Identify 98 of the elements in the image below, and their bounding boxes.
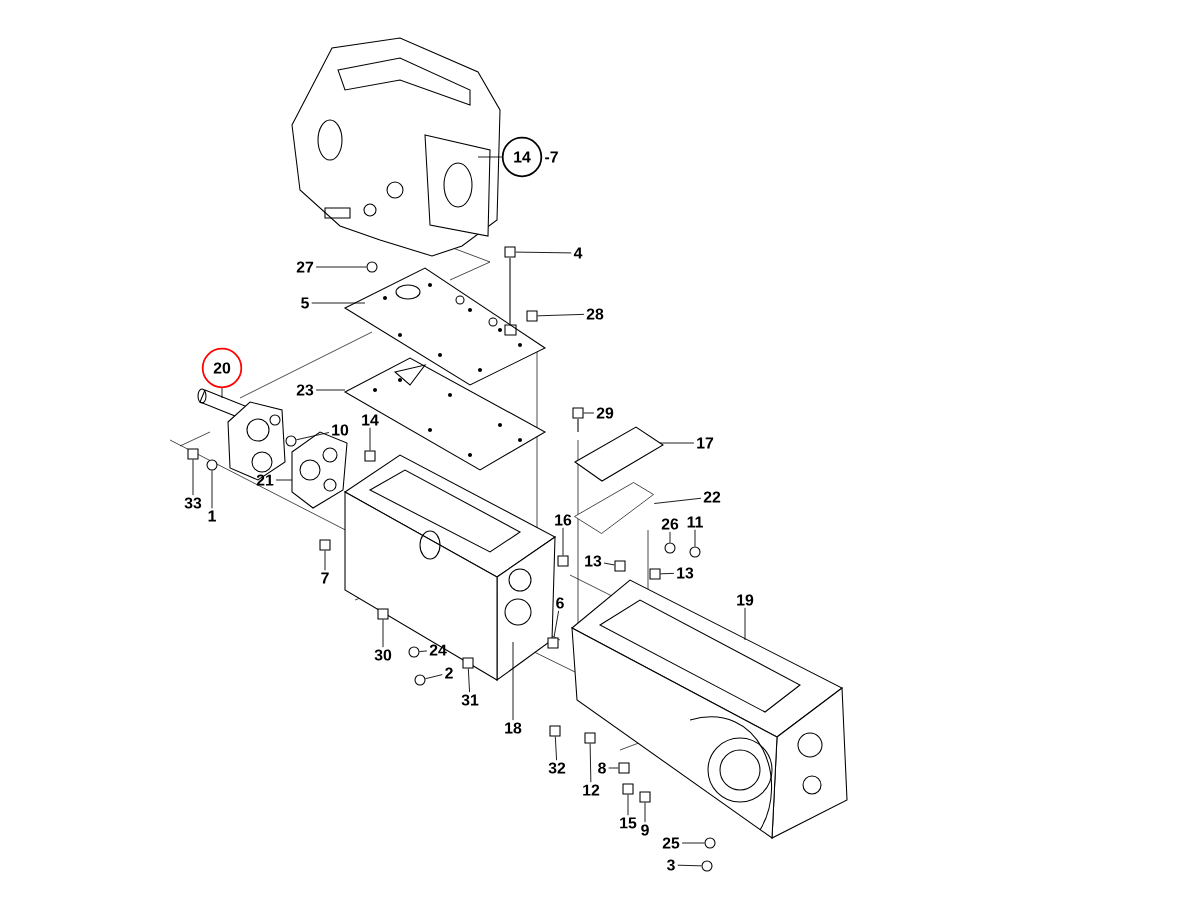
leader-line	[477, 156, 503, 158]
nut-part	[704, 837, 716, 849]
callout-number: 21	[256, 474, 274, 486]
leader-line	[677, 864, 702, 867]
callout-number: 6	[556, 597, 564, 609]
callout-number: 19	[737, 594, 754, 606]
callout-number: 22	[703, 491, 721, 503]
leader-line	[512, 641, 514, 721]
callout-number: 31	[461, 694, 479, 706]
bolt-part	[622, 783, 634, 795]
callout-number: 13	[585, 555, 602, 567]
leader-line	[583, 412, 595, 414]
bolt-part	[639, 791, 651, 803]
callout-number: 7	[321, 572, 329, 584]
leader-line	[589, 743, 592, 783]
bolt-part	[319, 539, 331, 551]
bolt-part	[547, 637, 559, 649]
leader-line	[681, 842, 705, 844]
callout-number: 3	[666, 859, 675, 871]
circled-callout-number: 20	[201, 347, 243, 389]
callout-number: 14	[362, 414, 379, 426]
gasket-part	[574, 482, 654, 534]
nut-part	[664, 542, 676, 554]
leader-line	[515, 251, 572, 254]
bolt-part	[618, 762, 630, 774]
nut-part	[366, 261, 378, 273]
callout-number: 28	[586, 308, 604, 320]
leader-line	[537, 313, 585, 317]
callout-number: 5	[301, 297, 309, 309]
bolt-part	[649, 568, 661, 580]
callout-number: 27	[296, 261, 314, 273]
leader-line	[644, 802, 646, 823]
leader-line	[424, 674, 443, 680]
leader-line	[660, 572, 675, 575]
leader-line	[211, 470, 213, 509]
leader-line	[275, 479, 293, 481]
bolt-part	[187, 448, 199, 460]
nut-part	[414, 674, 426, 686]
callout-number: 33	[184, 497, 202, 509]
leader-line	[744, 607, 746, 641]
callout-number: 32	[548, 762, 566, 774]
callout-number: 24	[429, 644, 447, 656]
leader-line	[608, 767, 619, 769]
callout-number: 4	[573, 247, 583, 259]
leader-line	[653, 497, 702, 504]
leader-line	[221, 387, 223, 399]
leader-line	[315, 266, 367, 268]
bolt-part	[462, 657, 474, 669]
bolt-part	[526, 310, 538, 322]
bolt-part	[364, 450, 376, 462]
leader-line	[627, 794, 629, 816]
bolt-part	[572, 407, 584, 419]
leader-line	[659, 442, 695, 444]
nut-part	[701, 860, 713, 872]
callout-number: 30	[374, 649, 392, 661]
callout-number: 29	[596, 407, 614, 419]
nut-part	[285, 435, 297, 447]
leader-line	[382, 619, 384, 648]
leader-line	[603, 562, 615, 566]
callout-number: 10	[332, 424, 349, 436]
leader-line	[467, 668, 470, 693]
callout-number: 13	[677, 567, 694, 579]
bolt-part	[549, 725, 561, 737]
leader-line	[694, 529, 696, 547]
leader-line	[562, 527, 564, 556]
circled-callout-number: 14	[501, 136, 543, 178]
callout-number: 12	[583, 784, 600, 796]
callout-number: 1	[208, 510, 216, 522]
callout-suffix: -7	[545, 151, 558, 163]
callout-number: 11	[687, 516, 703, 528]
callout-number: 2	[445, 667, 453, 679]
callout-number: 8	[598, 762, 606, 774]
leader-line	[554, 736, 558, 761]
bolt-part	[557, 555, 569, 567]
leader-line	[369, 427, 371, 451]
callout-number: 9	[641, 824, 649, 836]
callout-number: 17	[697, 437, 714, 449]
bolt-part	[614, 560, 626, 572]
nut-part	[408, 646, 420, 658]
callout-number: 18	[505, 722, 522, 734]
callout-number: 16	[555, 514, 572, 526]
leader-line	[419, 650, 428, 652]
leader-line	[324, 550, 326, 571]
callout-number: 15	[620, 817, 637, 829]
leader-line	[315, 389, 346, 391]
bolt-part	[504, 246, 516, 258]
leader-line	[192, 459, 194, 496]
leader-line	[295, 432, 330, 441]
nut-part	[206, 459, 218, 471]
callout-number: 23	[296, 384, 314, 396]
leader-line	[311, 302, 366, 304]
callout-number: 26	[661, 518, 679, 530]
callout-number: 25	[662, 837, 680, 849]
bolt-part	[584, 732, 596, 744]
bolt-part	[377, 608, 389, 620]
leader-line	[669, 531, 671, 543]
leader-line	[553, 610, 560, 638]
nut-part	[689, 546, 701, 558]
